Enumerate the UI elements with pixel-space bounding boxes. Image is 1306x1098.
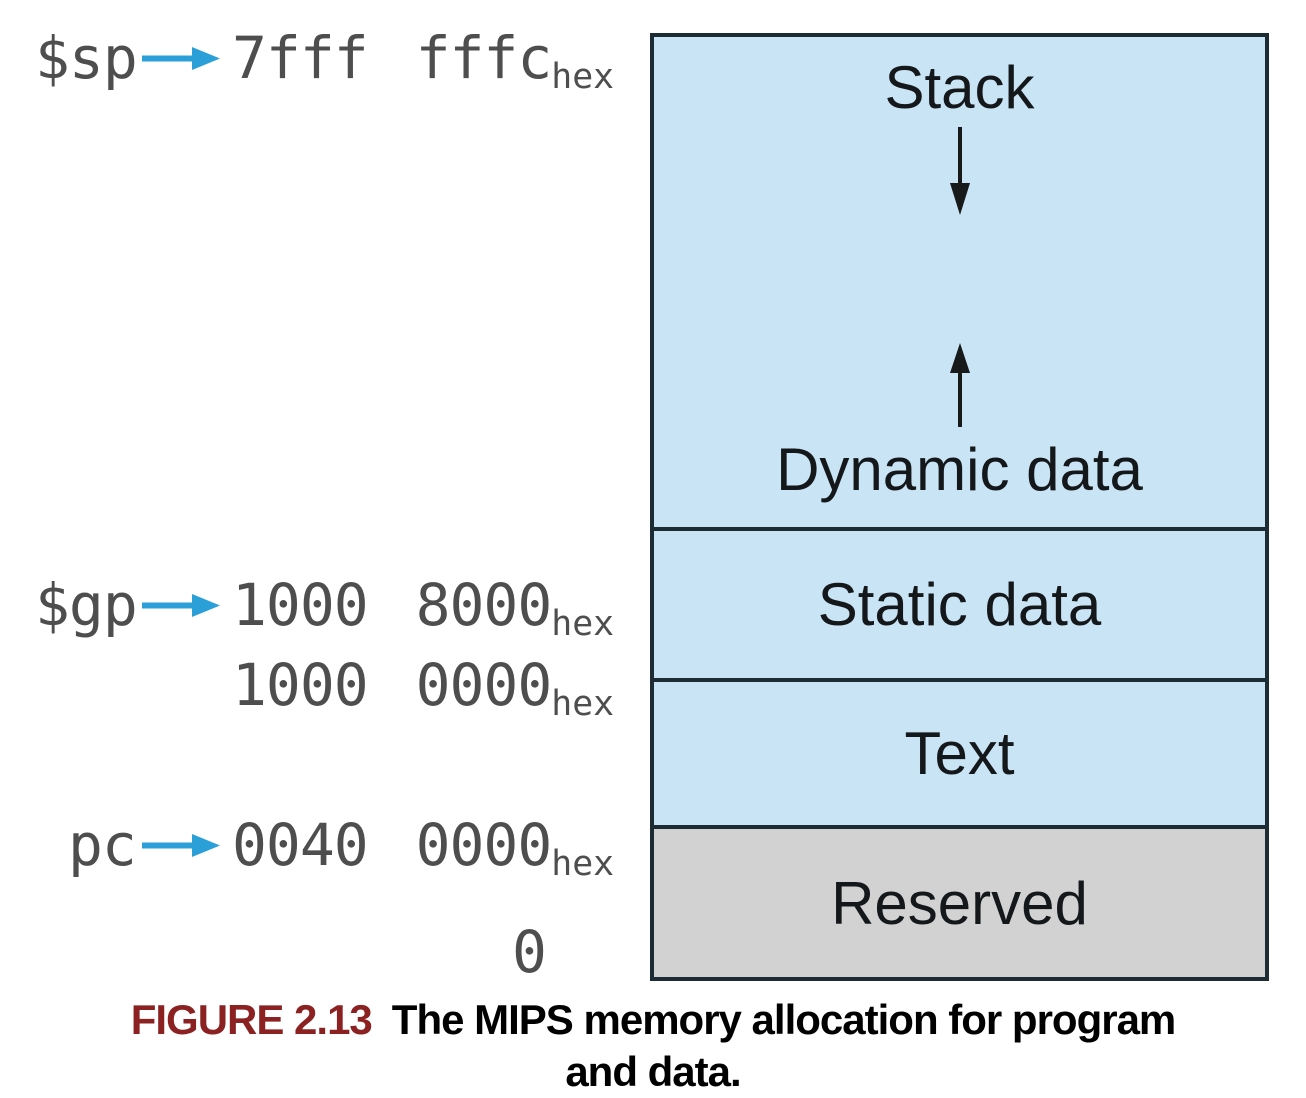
address-zero: 0 bbox=[512, 918, 547, 986]
pointer-row-sp: $sp 7fff fffchex bbox=[0, 22, 650, 97]
dynamic-data-section-label: Dynamic data bbox=[776, 436, 1143, 503]
heap-growth-up-arrow-icon bbox=[949, 343, 970, 427]
figure-title-line2: and data. bbox=[565, 1048, 741, 1095]
register-sp-label: $sp bbox=[35, 24, 138, 92]
figure-caption: FIGURE 2.13 The MIPS memory allocation fo… bbox=[0, 994, 1306, 1098]
pc-pointer-arrow-icon bbox=[142, 834, 220, 857]
address-global-pointer: 1000 8000hex bbox=[232, 571, 615, 644]
address-static-base: 1000 0000hex bbox=[232, 651, 615, 724]
reserved-section-label: Reserved bbox=[831, 869, 1088, 937]
sp-pointer-arrow-icon bbox=[142, 47, 220, 70]
gp-pointer-arrow-icon bbox=[142, 594, 220, 617]
pointer-row-static-base: 1000 0000hex bbox=[0, 649, 650, 724]
pointer-row-zero: 0 bbox=[0, 916, 650, 988]
static-data-section-label: Static data bbox=[817, 571, 1102, 638]
figure-number-label: FIGURE 2.13 bbox=[130, 996, 373, 1043]
section-reserved: Reserved bbox=[654, 825, 1265, 977]
stack-growth-down-arrow-icon bbox=[949, 127, 970, 215]
pointer-row-pc: pc 0040 0000hex bbox=[0, 809, 650, 884]
address-text-base: 0040 0000hex bbox=[232, 811, 615, 884]
pointer-row-gp: $gp 1000 8000hex bbox=[0, 569, 650, 644]
stack-section-label: Stack bbox=[884, 54, 1035, 121]
address-stack-top: 7fff fffchex bbox=[232, 24, 615, 97]
text-section-label: Text bbox=[904, 720, 1015, 787]
register-gp-label: $gp bbox=[35, 571, 138, 639]
section-text: Text bbox=[654, 678, 1265, 825]
memory-map: Stack Dynamic data Static data Text Rese… bbox=[650, 33, 1269, 981]
register-pc-label: pc bbox=[68, 811, 137, 879]
section-stack-and-dynamic: Stack Dynamic data bbox=[654, 37, 1265, 527]
section-static-data: Static data bbox=[654, 527, 1265, 678]
figure-title-line1: The MIPS memory allocation for program bbox=[391, 996, 1176, 1043]
